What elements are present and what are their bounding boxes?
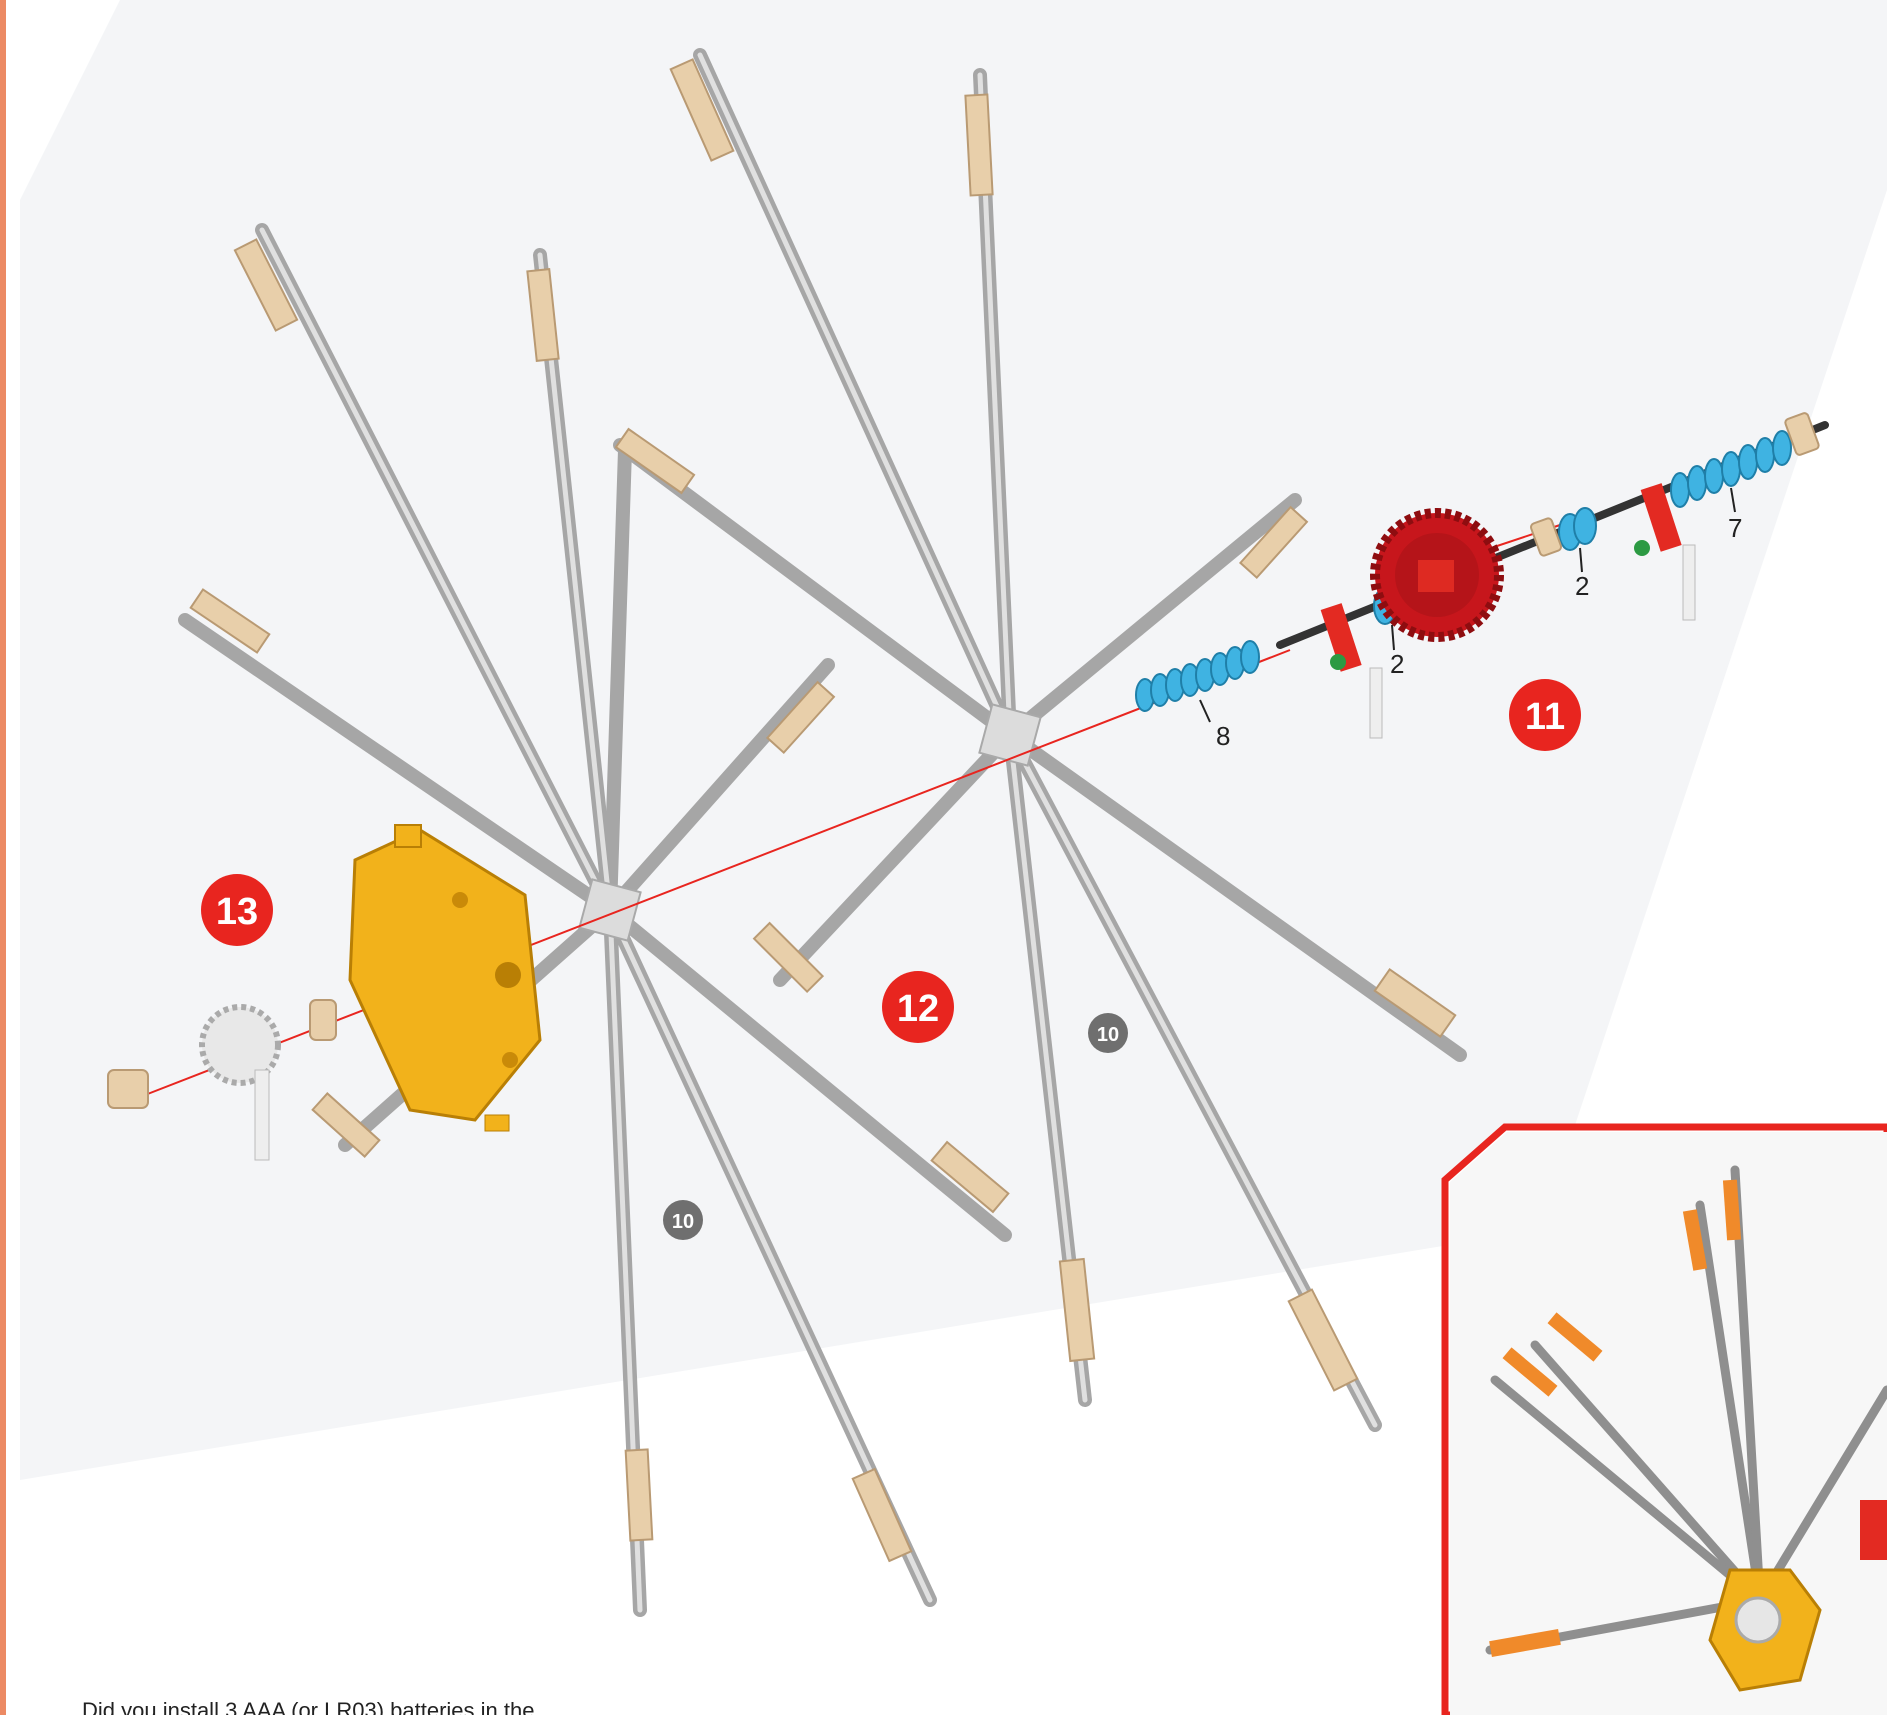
step-badge-12: 12	[882, 971, 954, 1043]
step-number-11: 11	[1525, 696, 1565, 738]
gear-icon	[1375, 513, 1499, 637]
step-number-13: 13	[216, 891, 258, 933]
count-label-2-right: 2	[1575, 571, 1589, 601]
step-number-12: 12	[897, 988, 939, 1030]
sub-badge-right: 10	[1088, 1013, 1128, 1053]
battery-reminder-caption: Did you install 3 AAA (or LR03) batterie…	[82, 1694, 1382, 1715]
count-label-2-left: 2	[1390, 649, 1404, 679]
sub-badge-left-number: 10	[672, 1211, 694, 1233]
step-badge-13: 13	[201, 874, 273, 946]
sub-badge-right-number: 10	[1097, 1024, 1119, 1046]
sub-badge-left: 10	[663, 1200, 703, 1240]
inset-wheel-preview	[1450, 1132, 1887, 1715]
count-label-8: 8	[1216, 721, 1230, 751]
count-label-7: 7	[1728, 513, 1742, 543]
step-badge-11: 11	[1509, 679, 1581, 751]
inset-preview-frame	[1445, 1127, 1887, 1715]
